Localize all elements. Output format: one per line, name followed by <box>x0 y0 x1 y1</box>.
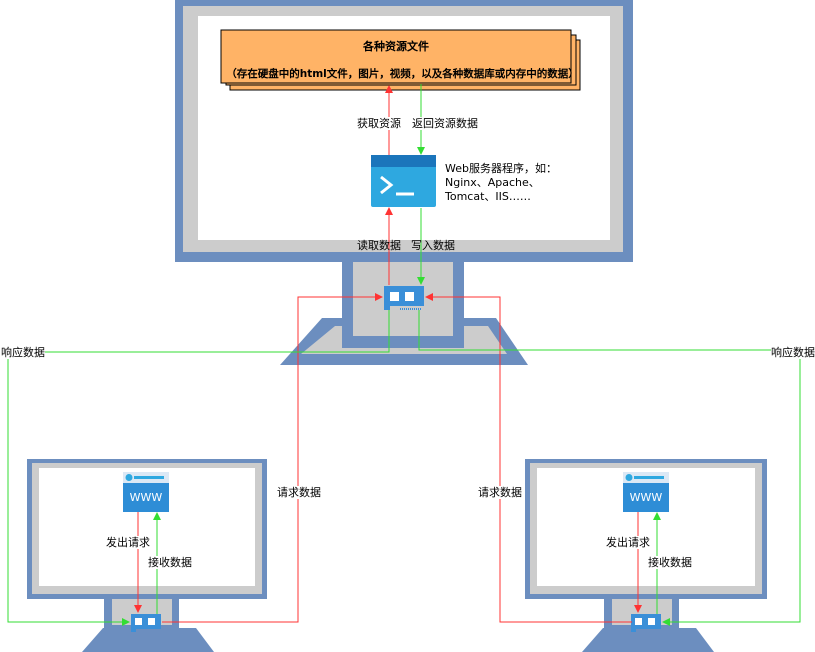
label-send-request-right: 发出请求 <box>606 536 650 549</box>
browser-icon-right <box>623 472 669 512</box>
browser-label-left: WWW <box>129 491 163 504</box>
label-write-data: 写入数据 <box>411 239 455 252</box>
label-response-data-right: 响应数据 <box>771 346 815 359</box>
label-request-data-left: 请求数据 <box>277 486 321 499</box>
client-left-network-card-icon <box>131 614 161 632</box>
label-response-data-left: 响应数据 <box>1 346 45 359</box>
server-description-line2: Nginx、Apache、 <box>445 176 540 189</box>
server-description-line1: Web服务器程序，如： <box>445 162 557 175</box>
label-receive-data-right: 接收数据 <box>648 556 692 569</box>
label-receive-data-left: 接收数据 <box>148 556 192 569</box>
arrow-request-data-left <box>162 293 383 623</box>
label-get-resource: 获取资源 <box>357 117 401 130</box>
browser-label-right: WWW <box>629 491 663 504</box>
label-send-request-left: 发出请求 <box>106 536 150 549</box>
resource-files-box <box>220 29 581 91</box>
resource-box-title: 各种资源文件 <box>363 40 429 53</box>
label-read-data: 读取数据 <box>357 239 401 252</box>
arrow-request-data-right <box>425 293 632 623</box>
server-network-card-icon <box>384 286 424 310</box>
client-right-network-card-icon <box>631 614 661 632</box>
terminal-icon <box>371 155 436 207</box>
label-return-resource-data: 返回资源数据 <box>412 117 478 130</box>
client-monitor-left <box>27 459 267 652</box>
label-request-data-right: 请求数据 <box>478 486 522 499</box>
browser-icon-left <box>123 472 169 512</box>
server-description-line3: Tomcat、IIS…… <box>445 190 531 203</box>
resource-box-subtitle: （存在硬盘中的html文件，图片，视频，以及各种数据库或内存中的数据） <box>226 68 579 80</box>
